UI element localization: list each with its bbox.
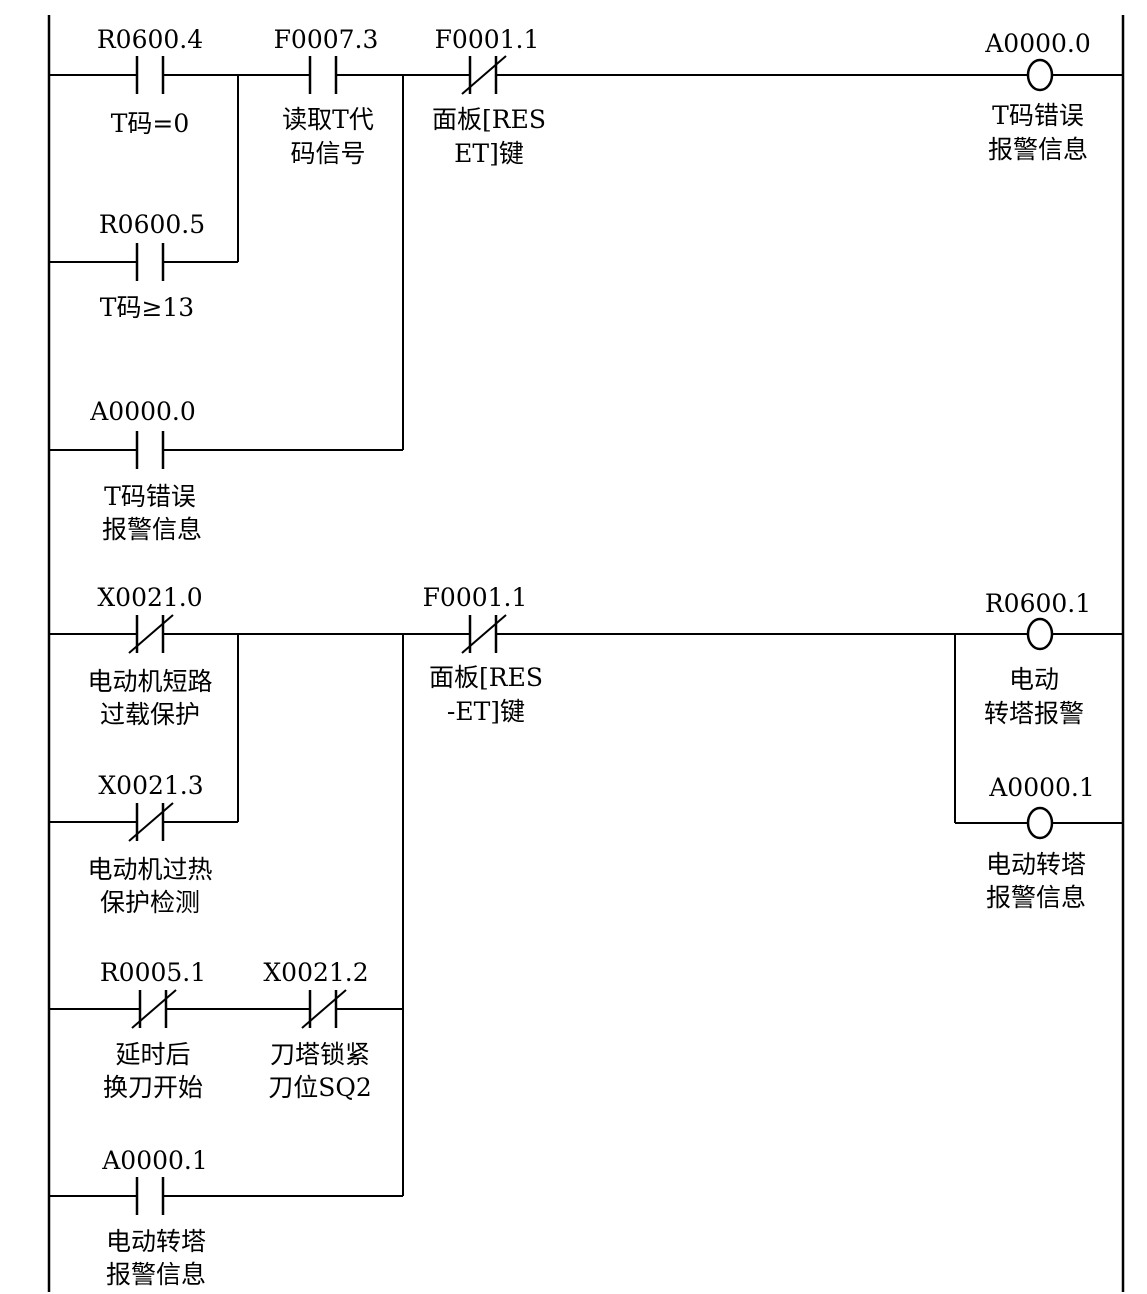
contact-address: F0007.3 — [274, 25, 379, 54]
contact-address: A0000.1 — [101, 1146, 208, 1175]
contact-address: R0600.5 — [99, 210, 205, 239]
contact-desc-line1: 电动机过热 — [87, 855, 212, 884]
coil-address: A0000.1 — [988, 773, 1095, 802]
contact-address: X0021.0 — [97, 583, 202, 612]
contact-a0000-1: A0000.1 电动转塔 报警信息 — [101, 1146, 208, 1289]
contact-desc-line1: 面板[RES — [429, 663, 543, 692]
contact-desc-line2: -ET]键 — [447, 697, 525, 726]
rung-2-wires — [49, 633, 1123, 1197]
rung-1-wires — [49, 74, 1123, 451]
contact-r0005-1: R0005.1 延时后 换刀开始 — [100, 958, 206, 1102]
contact-address: A0000.0 — [89, 397, 196, 426]
contact-f0001-1-rung1: F0001.1 面板[RES ET]键 — [432, 25, 546, 168]
coil-address: R0600.1 — [985, 589, 1091, 618]
contact-f0001-1-rung2: F0001.1 面板[RES -ET]键 — [423, 583, 543, 726]
contact-address: X0021.2 — [263, 958, 368, 987]
contact-desc-line1: 刀塔锁紧 — [270, 1040, 370, 1069]
contact-r0600-4: R0600.4 T码=0 — [97, 25, 203, 138]
contact-address: F0001.1 — [435, 25, 540, 54]
contact-desc-line1: 面板[RES — [432, 105, 546, 134]
contact-address: F0001.1 — [423, 583, 528, 612]
contact-address: X0021.3 — [98, 771, 203, 800]
coil-desc-line2: 报警信息 — [986, 883, 1086, 912]
contact-desc-line1: 电动转塔 — [106, 1227, 206, 1256]
coil-a0000-0: A0000.0 T码错误 报警信息 — [984, 29, 1091, 164]
coil-desc-line2: 转塔报警 — [984, 699, 1084, 728]
contact-f0007-3: F0007.3 读取T代 码信号 — [274, 25, 379, 168]
coil-desc-line1: T码错误 — [992, 101, 1084, 130]
contact-address: R0600.4 — [97, 25, 203, 54]
contact-x0021-2: X0021.2 刀塔锁紧 刀位SQ2 — [263, 958, 371, 1102]
contact-desc-line2: 报警信息 — [106, 1260, 206, 1289]
coil-desc-line1: 电动 — [1009, 665, 1059, 694]
coil-address: A0000.0 — [984, 29, 1091, 58]
contact-desc-line2: 刀位SQ2 — [268, 1073, 372, 1102]
contact-desc: T码=0 — [111, 109, 190, 138]
contact-x0021-0: X0021.0 电动机短路 过载保护 — [87, 583, 212, 729]
coil-r0600-1: R0600.1 电动 转塔报警 — [984, 589, 1091, 728]
contact-desc-line2: ET]键 — [454, 139, 524, 168]
contact-r0600-5: R0600.5 T码≥13 — [99, 210, 205, 322]
contact-desc-line1: 读取T代 — [282, 105, 374, 134]
contact-desc-line2: 保护检测 — [100, 888, 200, 917]
contact-desc-line1: 延时后 — [115, 1040, 190, 1069]
contact-desc-line2: 换刀开始 — [103, 1073, 203, 1102]
contact-desc-line1: T码错误 — [104, 482, 196, 511]
contact-x0021-3: X0021.3 电动机过热 保护检测 — [87, 771, 212, 917]
contact-desc-line2: 码信号 — [290, 139, 365, 168]
contact-address: R0005.1 — [100, 958, 206, 987]
contact-desc: T码≥13 — [100, 293, 194, 322]
contact-a0000-0: A0000.0 T码错误 报警信息 — [89, 397, 202, 544]
contact-desc-line2: 报警信息 — [102, 515, 202, 544]
coil-desc-line2: 报警信息 — [988, 135, 1088, 164]
contact-desc-line2: 过载保护 — [100, 700, 200, 729]
coil-a0000-1: A0000.1 电动转塔 报警信息 — [986, 773, 1095, 912]
contact-desc-line1: 电动机短路 — [87, 667, 212, 696]
coil-desc-line1: 电动转塔 — [986, 850, 1086, 879]
